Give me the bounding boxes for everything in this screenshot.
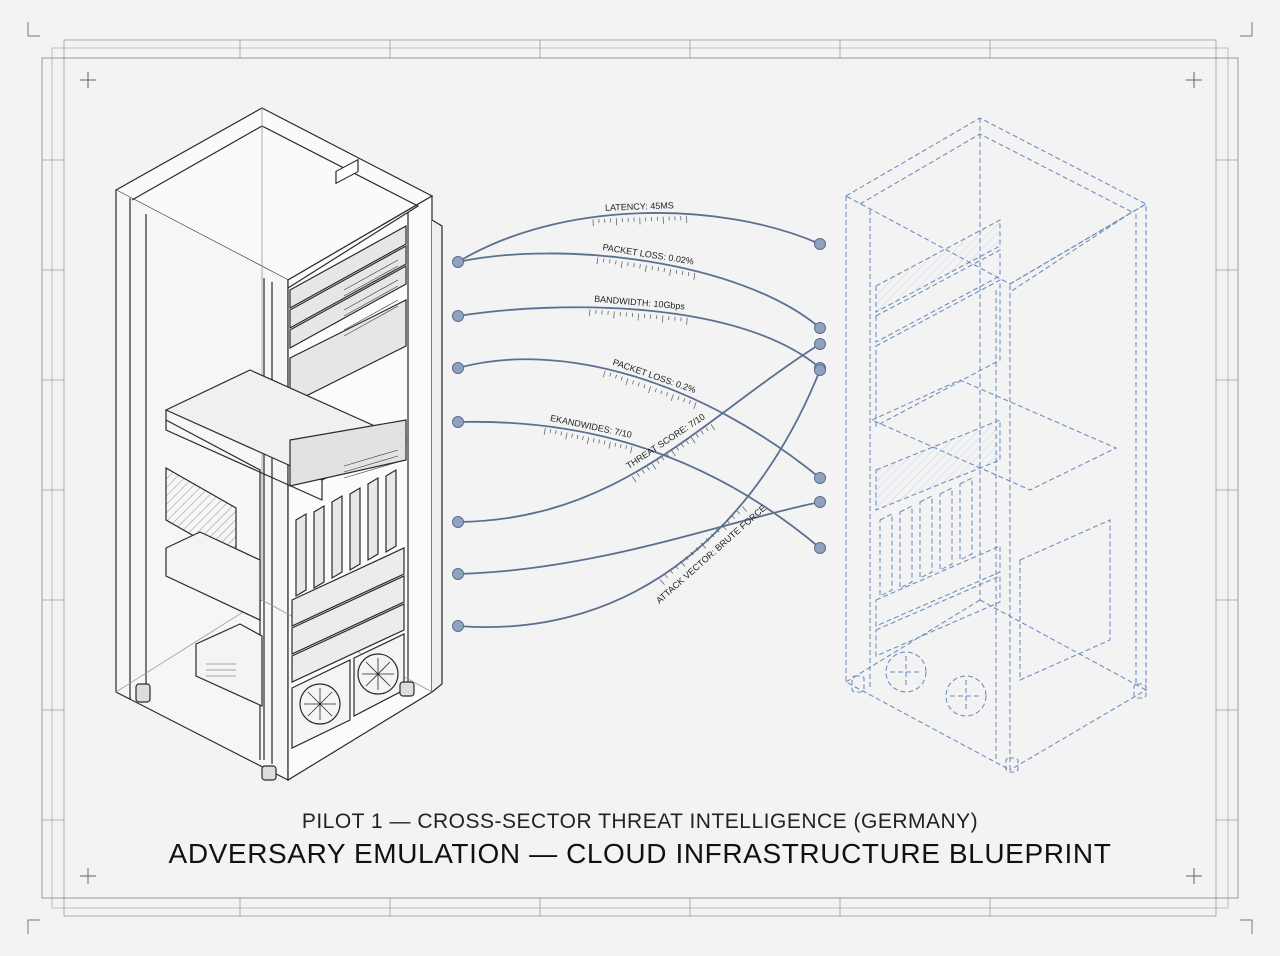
connection-node xyxy=(452,416,464,428)
link-ruler: LATENCY: 45MS xyxy=(592,200,688,227)
link-line xyxy=(457,501,821,575)
connection-node xyxy=(452,256,464,268)
connection-node xyxy=(814,338,826,350)
connection-node xyxy=(452,620,464,632)
connection-node xyxy=(814,238,826,250)
link-line xyxy=(457,343,821,523)
connection-node xyxy=(814,322,826,334)
link-line xyxy=(457,212,821,263)
link-line xyxy=(457,369,821,628)
connection-node xyxy=(452,516,464,528)
registration-marks xyxy=(80,72,1202,884)
connection-node xyxy=(814,472,826,484)
connection-node xyxy=(814,496,826,508)
link-line xyxy=(457,420,821,549)
connection-node xyxy=(452,362,464,374)
corner-brackets xyxy=(27,22,1253,934)
link-line xyxy=(457,358,821,479)
link-line xyxy=(457,252,821,329)
diagram-subtitle: PILOT 1 — CROSS-SECTOR THREAT INTELLIGEN… xyxy=(301,810,979,833)
connection-node xyxy=(814,364,826,376)
link-line xyxy=(457,306,821,369)
link-label: LATENCY: 45MS xyxy=(605,200,674,212)
connection-node xyxy=(814,542,826,554)
drawing-frame xyxy=(41,39,1239,917)
rack-right-hatch xyxy=(876,220,1000,510)
diagram-title: ADVERSARY EMULATION — CLOUD INFRASTRUCTU… xyxy=(168,838,1112,869)
frame-ticks xyxy=(42,40,1238,916)
connection-node xyxy=(452,568,464,580)
connection-node xyxy=(452,310,464,322)
server-rack-left xyxy=(114,107,443,782)
